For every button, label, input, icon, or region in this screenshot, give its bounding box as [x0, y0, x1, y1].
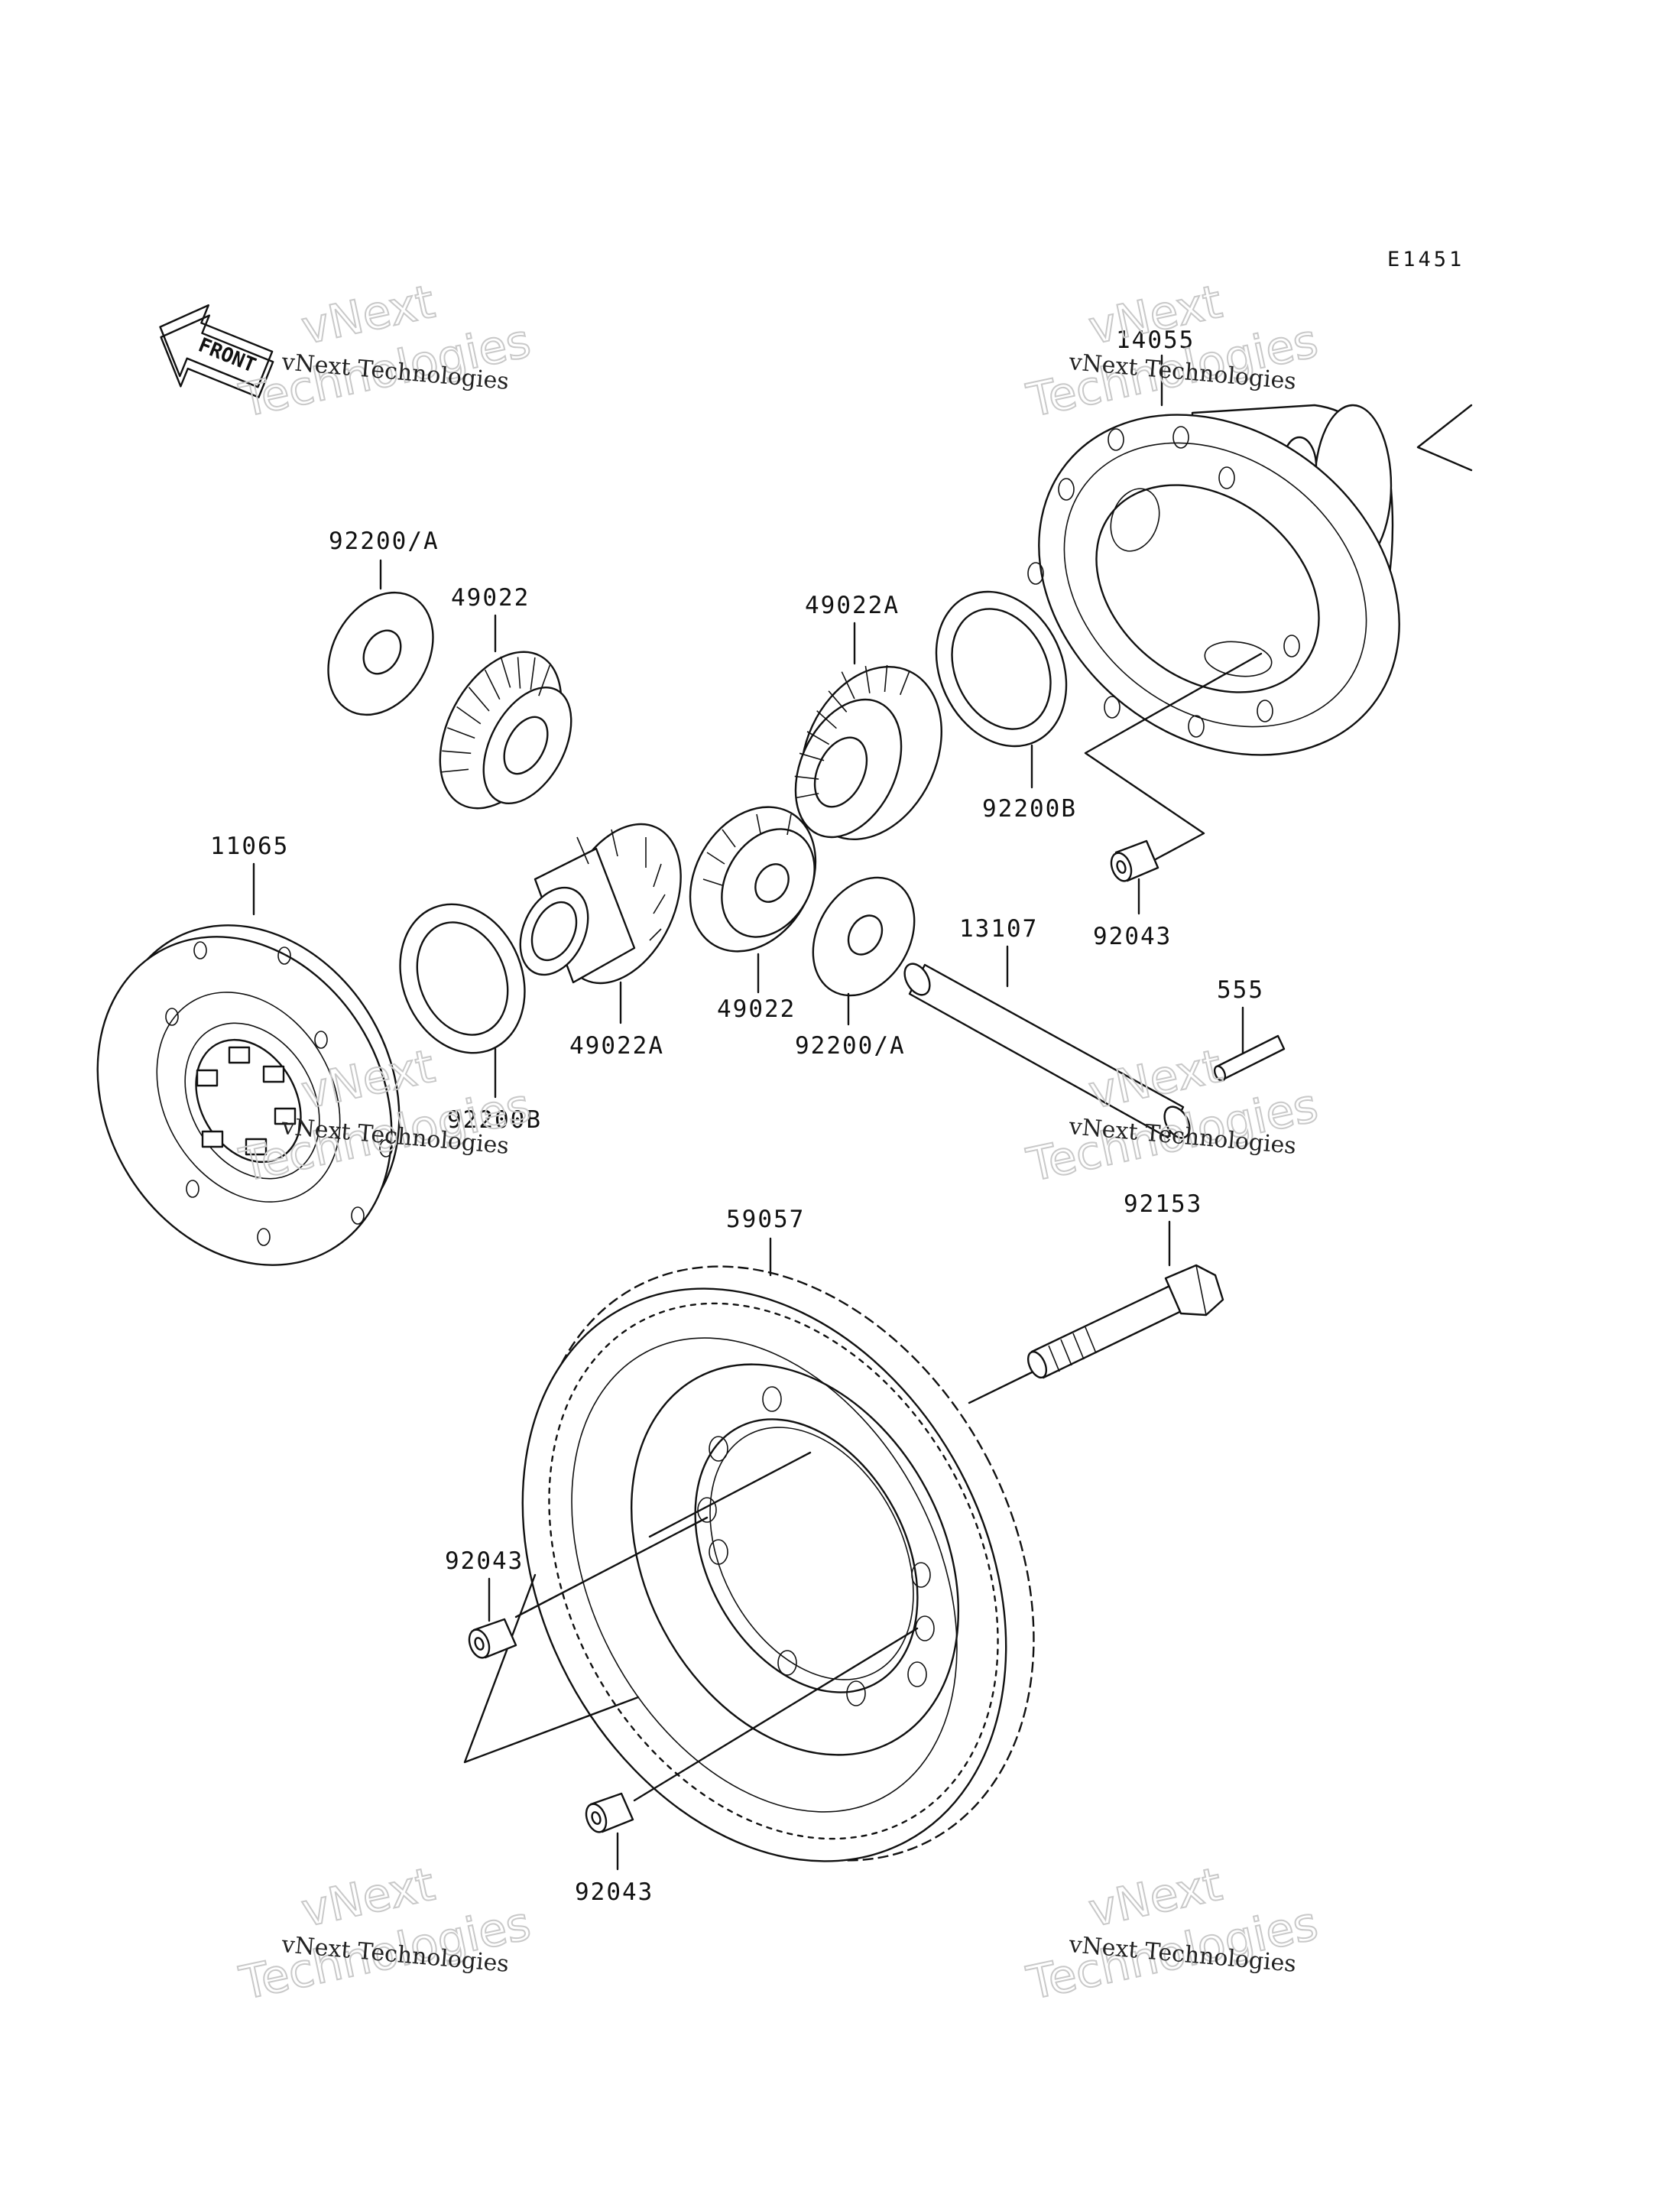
- pinion-shaft-13107: [903, 963, 1191, 1139]
- side-gear-49022a-bottom: [519, 823, 682, 985]
- part-555: 555: [1217, 976, 1264, 1004]
- dowel-pin-92043-left: [468, 1618, 517, 1659]
- side-gear-49022a-top: [794, 664, 942, 841]
- part-92043-bottom: 92043: [575, 1878, 654, 1906]
- watermark-bottom-right: vNext Technologies vNext Technologies: [1022, 1857, 1324, 2011]
- leader-bolt-axis: [968, 1371, 1033, 1404]
- washer-92200a-top: [327, 591, 434, 716]
- watermark-middle-right: vNext Technologies vNext Technologies: [1022, 1039, 1324, 1193]
- pinion-gear-49022-bottom: [689, 806, 817, 953]
- differential-case-11065: [96, 924, 401, 1266]
- dowel-pin-92043-right: [1110, 839, 1159, 882]
- part-14055: 14055: [1116, 326, 1195, 354]
- part-49022a-mid: 49022A: [569, 1032, 664, 1060]
- part-49022-mid: 49022: [717, 995, 796, 1023]
- leader-92043-bottom-hole: [633, 1627, 919, 1802]
- watermark-top-left: vNext Technologies vNext Technologies: [235, 274, 537, 429]
- washer-92200b-right: [935, 590, 1068, 748]
- part-11065: 11065: [210, 833, 289, 860]
- pinion-gear-49022-top: [439, 651, 572, 810]
- washer-92200a-mid: [812, 876, 916, 997]
- diagram-code: E1451: [1387, 248, 1464, 271]
- part-49022a-top: 49022A: [805, 592, 900, 619]
- front-arrow-icon: FRONT: [159, 304, 274, 398]
- ring-gear-59057: [521, 1265, 1035, 1862]
- part-92153: 92153: [1124, 1190, 1202, 1218]
- part-92043-left: 92043: [445, 1547, 524, 1575]
- washer-92200b-left: [399, 903, 526, 1054]
- spring-pin-555: [1213, 1034, 1286, 1082]
- bolt-92153: [1026, 1264, 1224, 1379]
- part-49022-top: 49022: [451, 584, 530, 612]
- leader-gear-axis: [648, 1451, 812, 1538]
- leader-housing-pin: [1084, 652, 1263, 862]
- axis-marker-top: [1416, 404, 1473, 472]
- part-13107: 13107: [959, 915, 1038, 943]
- part-92200a-top: 92200/A: [329, 528, 439, 555]
- watermark-bottom-left: vNext Technologies vNext Technologies: [235, 1857, 537, 2011]
- dowel-pin-92043-bottom: [585, 1792, 634, 1833]
- differential-housing: [1027, 404, 1400, 756]
- part-92043-right: 92043: [1093, 923, 1172, 950]
- watermark-top-right: vNext Technologies vNext Technologies: [1022, 274, 1324, 429]
- part-92200a-mid: 92200/A: [795, 1032, 906, 1060]
- part-92200b-left: 92200B: [447, 1106, 542, 1134]
- part-92200b-right: 92200B: [982, 795, 1077, 823]
- part-59057: 59057: [726, 1206, 805, 1233]
- leader-92043-left-hole: [514, 1516, 709, 1618]
